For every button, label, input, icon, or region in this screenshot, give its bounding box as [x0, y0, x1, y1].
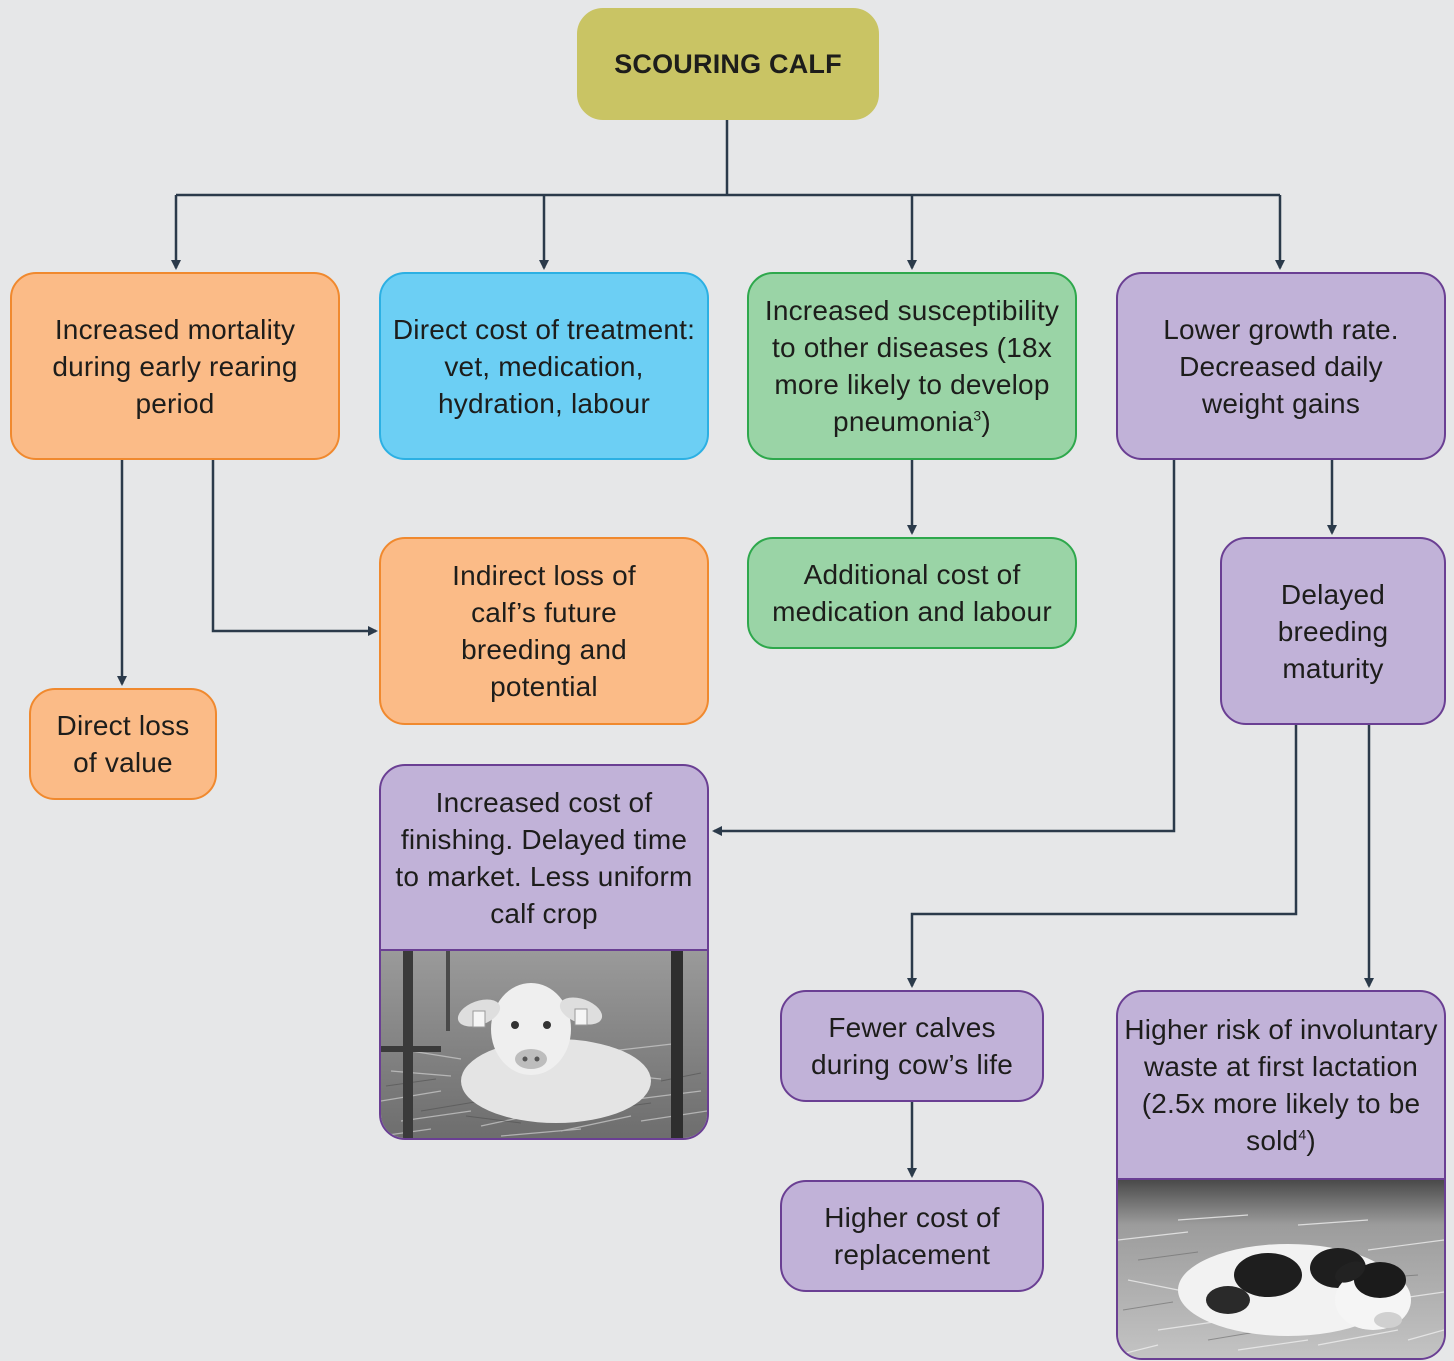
footnote-ref-3: 3	[973, 407, 982, 424]
arrow-to-indirect-loss	[211, 460, 378, 636]
node-indirect-loss-label: Indirect loss of calf’s future breeding …	[452, 560, 636, 702]
node-fewer-calves: Fewer calves during cow’s life	[780, 990, 1044, 1102]
node-waste-text: Higher risk of involuntary waste at firs…	[1124, 1014, 1438, 1156]
node-waste-caption: Higher risk of involuntary waste at firs…	[1118, 992, 1444, 1180]
node-delayed-breeding: Delayed breeding maturity	[1220, 537, 1446, 725]
node-treatment-label: Direct cost of treatment: vet, medicatio…	[392, 313, 696, 419]
node-replacement-label: Higher cost of replacement	[824, 1202, 1000, 1270]
root-label: SCOURING CALF	[614, 48, 842, 79]
white-calf-photo	[381, 951, 707, 1138]
node-finishing-label: Increased cost of finishing. Delayed tim…	[395, 786, 693, 929]
node-waste-label: Higher risk of involuntary waste at firs…	[1118, 1011, 1444, 1159]
node-fewer-calves-label: Fewer calves during cow’s life	[810, 1012, 1014, 1080]
holstein-calf-photo	[1118, 1180, 1444, 1358]
node-mortality-label: Increased mortality during early rearing…	[52, 313, 298, 419]
node-growth-label: Lower growth rate. Decreased daily weigh…	[1163, 313, 1399, 419]
node-direct-loss-label: Direct loss of value	[56, 710, 190, 778]
node-waste: Higher risk of involuntary waste at firs…	[1116, 990, 1446, 1360]
node-indirect-loss: Indirect loss of calf’s future breeding …	[379, 537, 709, 725]
root-node: SCOURING CALF	[577, 8, 879, 120]
node-replacement: Higher cost of replacement	[780, 1180, 1044, 1292]
node-growth: Lower growth rate. Decreased daily weigh…	[1116, 272, 1446, 460]
node-finishing: Increased cost of finishing. Delayed tim…	[379, 764, 709, 1140]
node-additional-cost-label: Additional cost of medication and labour	[772, 559, 1052, 627]
arrow-to-finishing	[712, 460, 1176, 836]
node-waste-close: )	[1306, 1125, 1316, 1156]
node-susceptibility-close: )	[981, 406, 991, 437]
node-delayed-breeding-label: Delayed breeding maturity	[1277, 578, 1389, 684]
node-mortality: Increased mortality during early rearing…	[10, 272, 340, 460]
node-susceptibility-text: Increased susceptibility to other diseas…	[764, 295, 1060, 437]
node-susceptibility-label: Increased susceptibility to other diseas…	[749, 292, 1075, 440]
node-direct-loss: Direct loss of value	[29, 688, 217, 800]
node-finishing-caption: Increased cost of finishing. Delayed tim…	[381, 766, 707, 951]
footnote-ref-4: 4	[1298, 1126, 1307, 1143]
node-treatment: Direct cost of treatment: vet, medicatio…	[379, 272, 709, 460]
arrow-to-fewer-calves	[907, 723, 1298, 988]
node-additional-cost: Additional cost of medication and labour	[747, 537, 1077, 649]
node-susceptibility: Increased susceptibility to other diseas…	[747, 272, 1077, 460]
